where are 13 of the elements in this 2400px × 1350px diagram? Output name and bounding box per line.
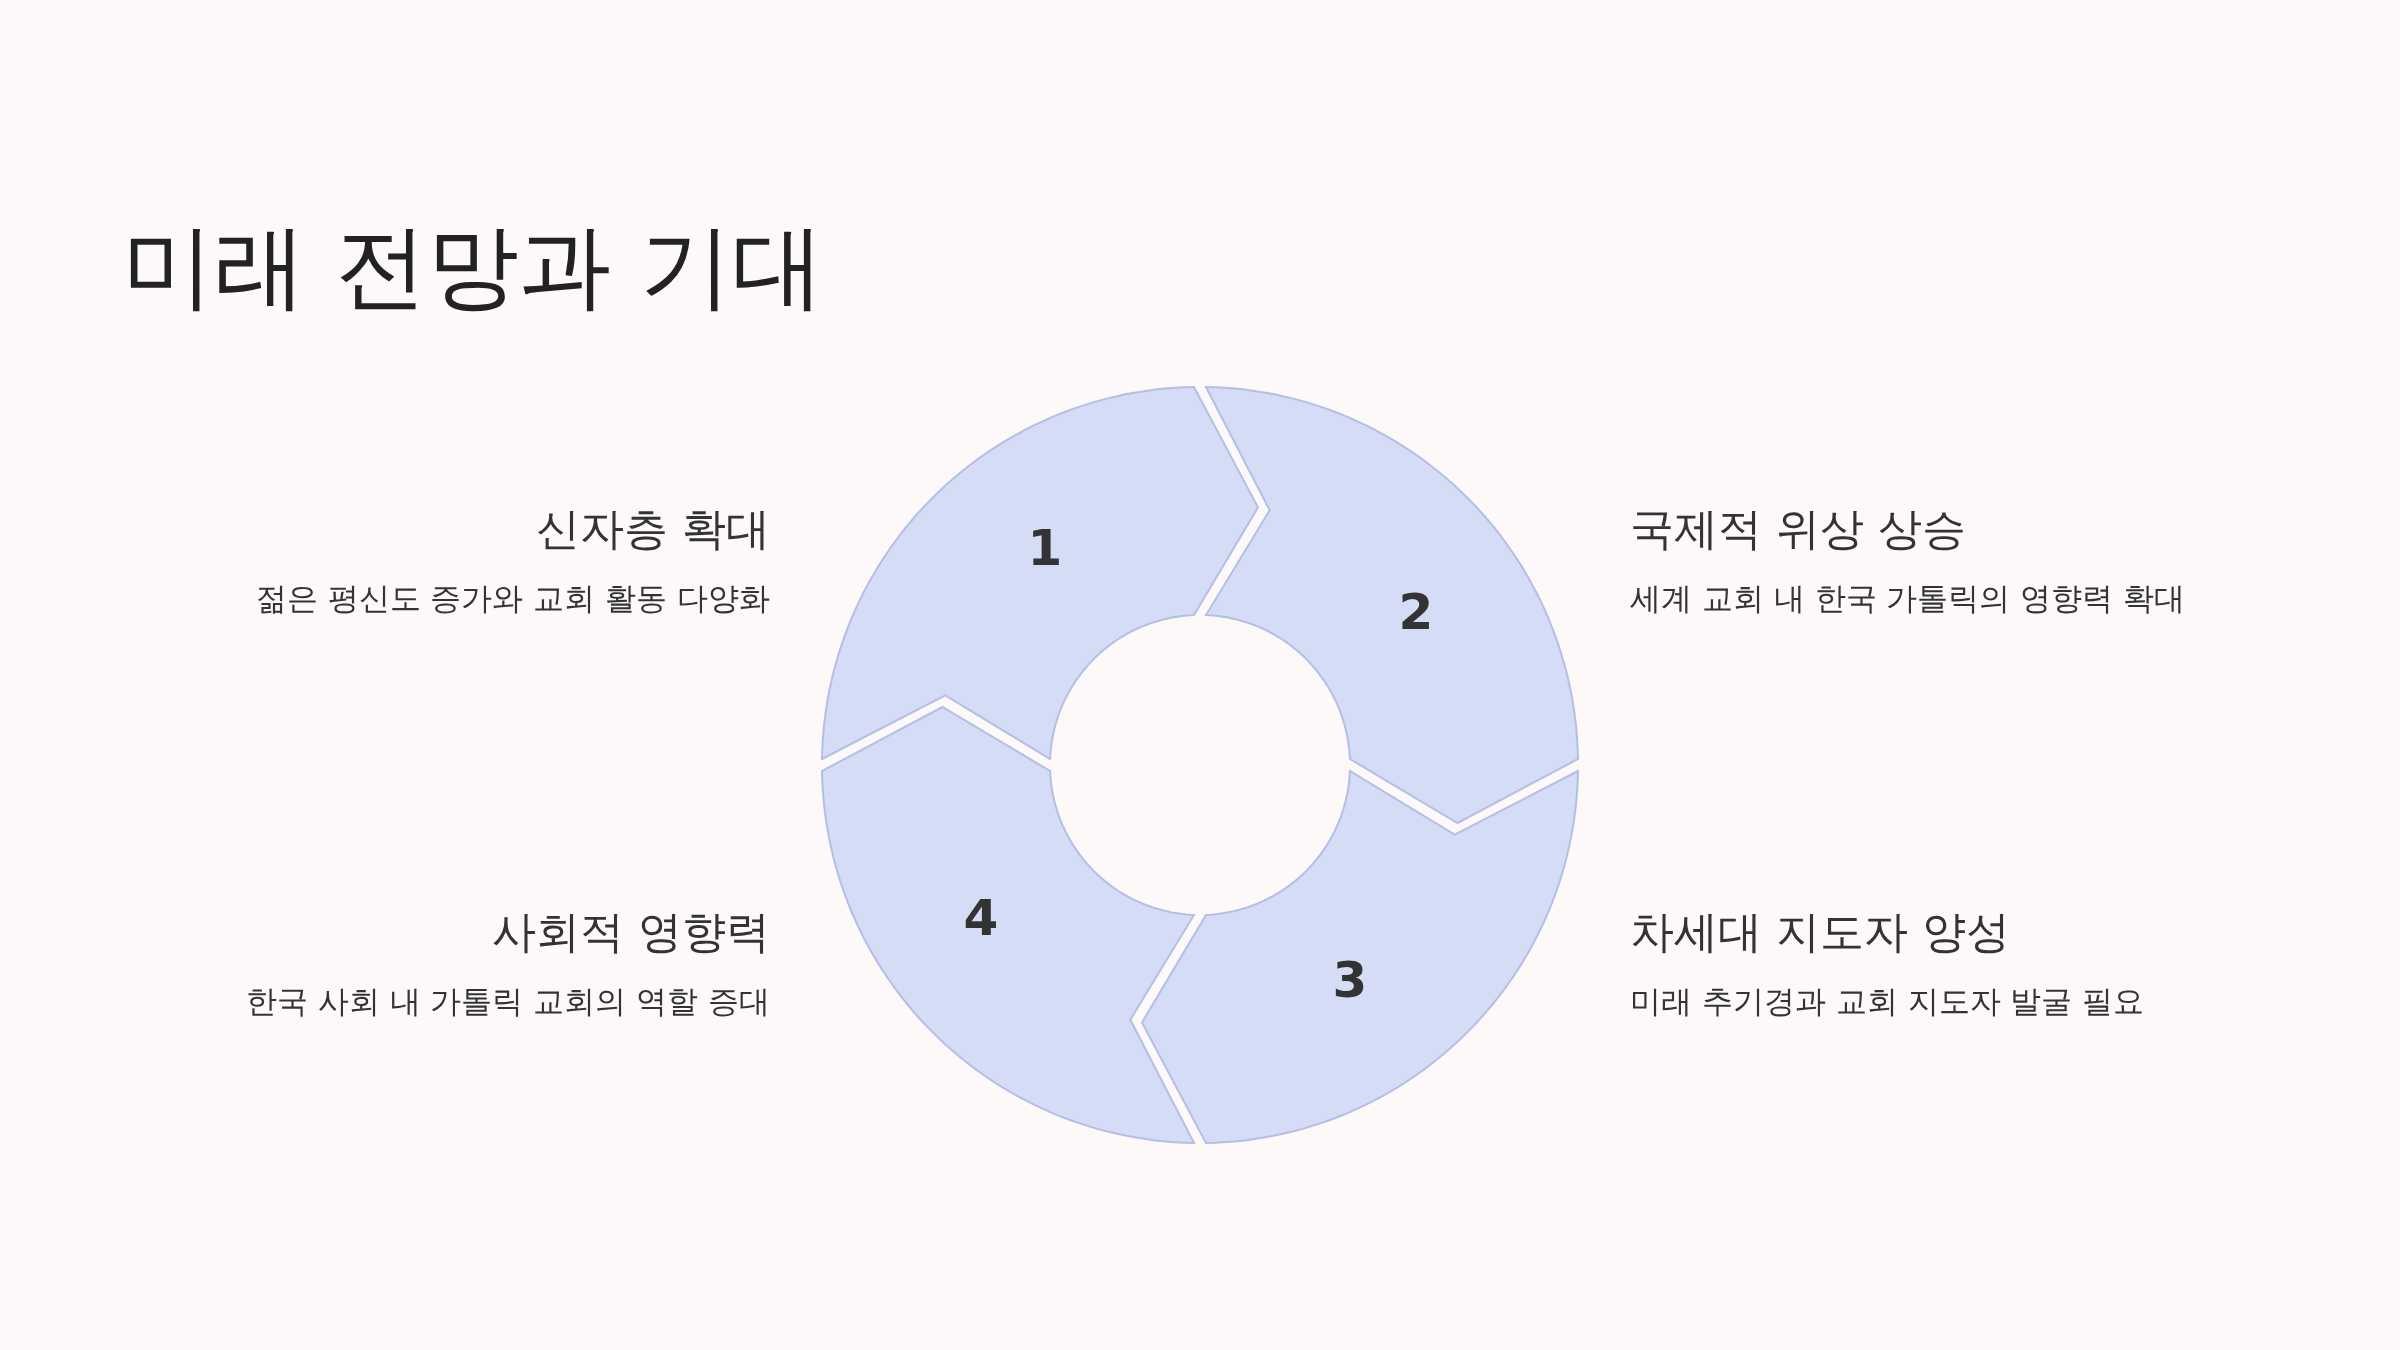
step-description: 젊은 평신도 증가와 교회 활동 다양화 — [255, 579, 770, 618]
step-number: 2 — [1398, 583, 1434, 641]
step-number: 1 — [1027, 519, 1063, 577]
step-heading: 차세대 지도자 양성 — [1630, 905, 2010, 959]
step-heading: 사회적 영향력 — [492, 905, 770, 959]
step-number: 3 — [1332, 951, 1368, 1009]
step-heading: 신자층 확대 — [536, 502, 770, 556]
title: 미래 전망과 기대 — [122, 212, 825, 322]
step-description: 한국 사회 내 가톨릭 교회의 역할 증대 — [245, 982, 770, 1021]
step-number: 4 — [963, 889, 999, 947]
step-description: 세계 교회 내 한국 가톨릭의 영향력 확대 — [1630, 579, 2186, 618]
step-description: 미래 추기경과 교회 지도자 발굴 필요 — [1630, 982, 2145, 1021]
step-heading: 국제적 위상 상승 — [1630, 502, 1966, 556]
